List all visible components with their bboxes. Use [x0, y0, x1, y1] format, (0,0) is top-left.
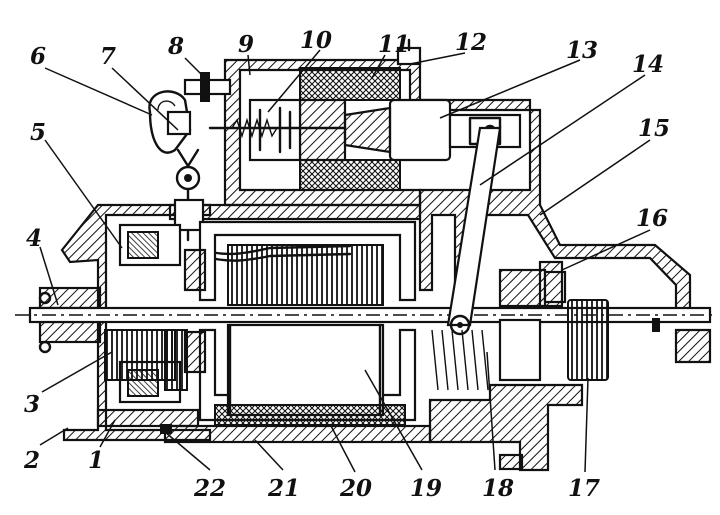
leader-3: [41, 351, 113, 393]
callout-11: 11: [378, 31, 410, 58]
leader-5: [44, 139, 123, 249]
callout-3: 3: [24, 391, 40, 418]
pinion-gear: [567, 299, 609, 381]
leader-4: [39, 246, 59, 306]
leader-9: [247, 54, 251, 76]
callout-18: 18: [482, 475, 514, 502]
plunger: [388, 98, 452, 162]
leader-2: [39, 427, 69, 446]
field-coil-top: [198, 220, 417, 302]
leader-7: [111, 67, 179, 131]
callout-13: 13: [566, 37, 598, 64]
yoke-bottom-wall: [163, 424, 432, 444]
leader-22: [164, 431, 211, 471]
leader-14: [479, 74, 646, 186]
brush-plate: [96, 408, 200, 428]
callout-22: 22: [193, 475, 226, 502]
callout-5: 5: [30, 119, 46, 146]
leader-18: [486, 351, 496, 471]
callout-21: 21: [267, 475, 300, 502]
callout-16: 16: [636, 205, 668, 232]
clutch-spring: [431, 329, 489, 391]
armature-core-bottom: [226, 323, 385, 417]
pole-shoe-top: [183, 248, 207, 292]
clutch-hub: [498, 318, 542, 382]
leader-19: [364, 369, 423, 471]
fastening-bolt: [160, 424, 172, 434]
commutator-end: [38, 223, 200, 434]
fixed-core: [298, 98, 347, 162]
solenoid-winding-bottom: [299, 159, 401, 191]
callout-14: 14: [632, 51, 664, 78]
leader-17: [584, 377, 589, 473]
callout-9: 9: [238, 31, 254, 58]
drive-end-housing-bottom: [428, 383, 584, 472]
shaft: [15, 306, 715, 324]
callout-4: 4: [26, 225, 42, 252]
front-nose-bushing: [674, 328, 712, 364]
leader-10: [267, 49, 321, 113]
callout-6: 6: [30, 43, 46, 70]
armature-field: [183, 220, 417, 426]
leader-11: [371, 54, 386, 79]
solenoid-casing: [223, 58, 532, 207]
callout-17: 17: [568, 475, 600, 502]
leader-6: [44, 67, 153, 116]
callout-15: 15: [638, 115, 670, 142]
callout-10: 10: [300, 27, 332, 54]
pole-shoe-bottom: [183, 330, 207, 374]
callout-12: 12: [455, 29, 487, 56]
lever-pivot: [449, 314, 471, 336]
leader-15: [539, 139, 651, 216]
callout-20: 20: [339, 475, 372, 502]
plunger-taper: [343, 106, 392, 154]
solenoid-winding-top: [299, 67, 401, 101]
solenoid-relay: [183, 38, 532, 207]
leader-16: [561, 229, 651, 271]
drive-assembly: [431, 126, 660, 391]
yoke-top-wall: [168, 203, 422, 221]
callout-1: 1: [88, 447, 104, 474]
drive-bearing: [538, 260, 564, 308]
leader-21: [254, 439, 284, 471]
leader-12: [409, 52, 466, 65]
leader-20: [329, 423, 356, 473]
leader-lines: [39, 49, 651, 473]
callout-8: 8: [167, 33, 184, 60]
leader-1: [99, 419, 116, 448]
contact-bolt: [166, 110, 192, 136]
terminal-nut: [200, 72, 210, 102]
callout-19: 19: [410, 475, 442, 502]
pinion-sleeve: [498, 268, 547, 308]
leader-13: [439, 59, 581, 119]
callout-labels: 1 2 3 4 5 6 7 8 9 10 11 12 13 14 15 16 1…: [23, 27, 670, 502]
leader-8: [184, 57, 206, 79]
field-winding: [214, 404, 406, 426]
armature-core-top: [227, 244, 384, 306]
mounting-foot: [498, 453, 524, 471]
commutator-riser: [164, 329, 188, 391]
callout-7: 7: [100, 43, 116, 70]
callout-2: 2: [23, 447, 40, 474]
